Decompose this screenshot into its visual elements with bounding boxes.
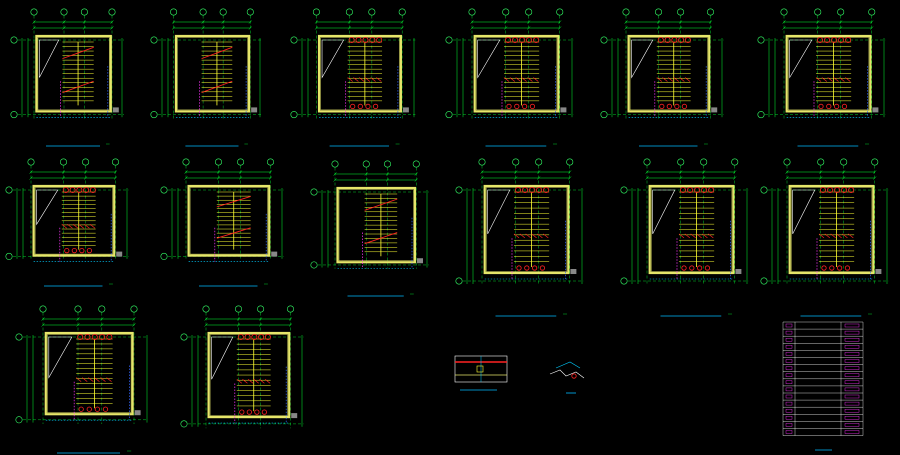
beam-section-detail [454,355,508,391]
stair-plan-sheet [180,305,304,429]
stair-plan-sheet [5,158,129,287]
stair-plan-sheet [620,158,749,317]
stair-plan-sheet [757,8,886,147]
stair-plan-sheet [455,158,584,317]
stair-plan-sheet [445,8,574,147]
stair-plan-sheet [600,8,724,147]
stair-plan-sheet [15,305,148,454]
stair-plan-sheet [160,158,284,287]
stair-plan-sheet [290,8,416,147]
stair-plan-sheet [310,160,429,297]
joint-detail [549,361,585,394]
stair-plan-sheet [10,8,124,147]
stair-plan-sheet [150,8,263,147]
level-schedule-table [782,321,864,451]
stair-plan-sheet [760,158,889,317]
